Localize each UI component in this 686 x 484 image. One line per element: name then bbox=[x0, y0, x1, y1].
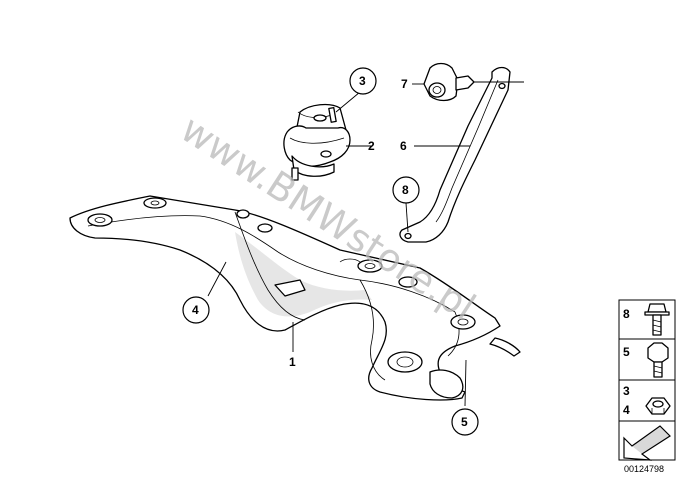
hex-bolt-icon bbox=[647, 342, 669, 378]
callout-3[interactable]: 3 bbox=[349, 67, 377, 95]
callout-2[interactable]: 2 bbox=[368, 139, 375, 153]
parts-sidebar: 8 5 3 4 bbox=[618, 299, 676, 474]
callout-6[interactable]: 6 bbox=[400, 139, 407, 153]
arrow-icon bbox=[623, 425, 671, 461]
callout-4[interactable]: 4 bbox=[182, 296, 210, 324]
sidebar-item-arrow[interactable] bbox=[623, 425, 671, 461]
bracket-part[interactable] bbox=[399, 66, 511, 243]
bolt-flange-icon bbox=[644, 303, 670, 336]
sidebar-item-4-label: 4 bbox=[623, 403, 630, 417]
diagram-code: 00124798 bbox=[624, 464, 664, 474]
callout-1-label: 1 bbox=[289, 355, 296, 369]
callout-3-label: 3 bbox=[359, 74, 366, 88]
callout-7-label: 7 bbox=[401, 77, 408, 91]
engine-mount-part[interactable] bbox=[283, 103, 351, 181]
callout-5[interactable]: 5 bbox=[451, 408, 479, 436]
callout-6-label: 6 bbox=[400, 139, 407, 153]
sidebar-item-3-label: 3 bbox=[623, 384, 630, 398]
callout-5-label: 5 bbox=[461, 415, 468, 429]
hex-nut-icon bbox=[645, 397, 671, 415]
sidebar-item-3-4[interactable]: 3 4 bbox=[623, 384, 671, 417]
sidebar-item-8-label: 8 bbox=[623, 307, 630, 321]
leader-lines bbox=[207, 81, 524, 407]
callout-8-label: 8 bbox=[402, 183, 409, 197]
callout-2-label: 2 bbox=[368, 139, 375, 153]
sidebar-item-8[interactable]: 8 bbox=[623, 303, 670, 336]
crossmember-part[interactable] bbox=[69, 195, 521, 401]
callout-4-label: 4 bbox=[192, 303, 199, 317]
callout-1[interactable]: 1 bbox=[289, 355, 296, 369]
sidebar-item-5-label: 5 bbox=[623, 345, 630, 359]
bush-part[interactable] bbox=[423, 62, 475, 102]
callout-8[interactable]: 8 bbox=[392, 176, 420, 204]
sidebar-item-5[interactable]: 5 bbox=[623, 342, 669, 378]
callout-7[interactable]: 7 bbox=[401, 77, 408, 91]
